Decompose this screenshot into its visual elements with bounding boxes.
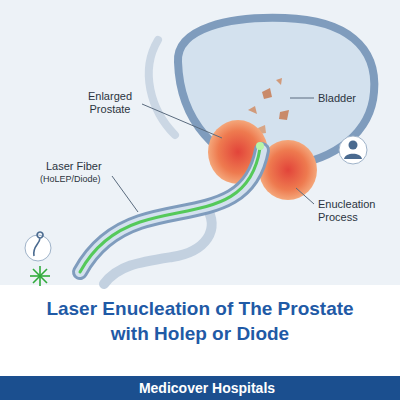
callout-label: Laser Fiber [46, 160, 116, 173]
laser-fiber [80, 148, 260, 272]
doctor-icon [349, 141, 358, 150]
leader-line [290, 98, 314, 99]
doctor-icon [339, 136, 367, 164]
callout-label: Enlarged Prostate [80, 90, 140, 116]
callout-label: Enucleation Process [318, 198, 394, 224]
leader-line [296, 188, 314, 204]
callout-label: Bladder [318, 92, 370, 105]
callout-label: (HoLEP/Diode) [40, 174, 120, 185]
doctor-icon [344, 154, 362, 159]
brand-name: Medicover Hospitals [139, 379, 275, 397]
body-outline [149, 40, 175, 135]
footer-band: Medicover Hospitals [0, 376, 400, 400]
panel-ground [0, 0, 400, 285]
leader-line [112, 176, 138, 212]
urethra [80, 150, 262, 272]
tissue-fragment [262, 88, 272, 99]
scope-icon [34, 232, 43, 256]
scope-icon [25, 235, 51, 261]
title: Laser Enucleation of The Prostate with H… [40, 296, 360, 346]
laser-tip [256, 142, 264, 150]
tissue-fragment [248, 106, 257, 114]
tissue-fragment [276, 78, 282, 85]
tissue-fragment [279, 110, 289, 120]
laser-burst [30, 266, 50, 286]
urethra [80, 150, 262, 272]
leader-line [142, 104, 222, 138]
